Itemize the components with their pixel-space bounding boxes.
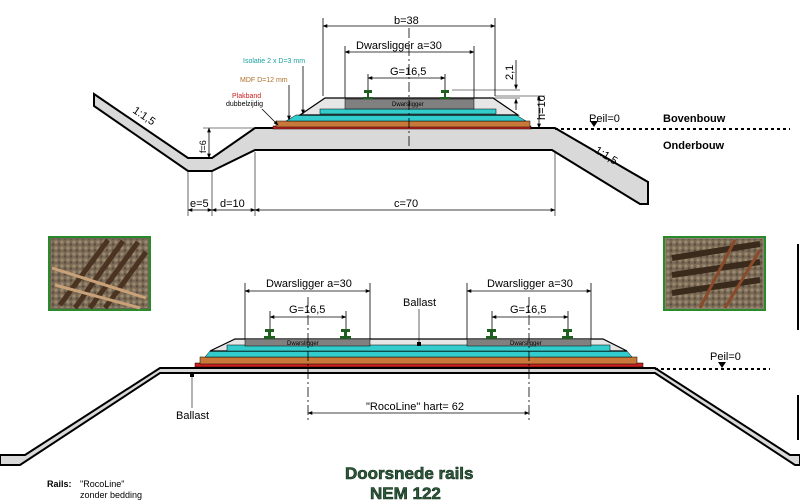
bottom-rail-2 bbox=[340, 329, 351, 339]
bottom-peil-text: Peil=0 bbox=[710, 351, 741, 363]
onderbouw-text: Onderbouw bbox=[663, 140, 725, 152]
dim-h-text: h=10 bbox=[536, 95, 548, 120]
dim-rail-height-text: 2,1 bbox=[504, 65, 516, 80]
top-rail-right bbox=[440, 90, 450, 99]
dim-sleeper-text: Dwarsligger a=30 bbox=[356, 40, 442, 52]
dim-gauge-text: G=16,5 bbox=[390, 66, 426, 78]
legend-tape-line2: dubbelzijdig bbox=[226, 101, 263, 108]
legend-tape-line1: Plakband bbox=[232, 93, 261, 100]
legend-isolation: Isolatie 2 x D=3 mm bbox=[243, 58, 305, 65]
top-isolation-layer bbox=[285, 114, 527, 122]
bottom-isolation-layer bbox=[204, 350, 633, 358]
top-ground bbox=[93, 92, 649, 205]
top-sleeper bbox=[344, 98, 475, 110]
bottom-dim-gauge-left: G=16,5 bbox=[289, 304, 325, 316]
dim-b-text: b=38 bbox=[394, 15, 419, 27]
bottom-dim-sleeper-right: Dwarsligger a=30 bbox=[487, 278, 573, 290]
top-mdf-layer bbox=[275, 120, 531, 128]
bottom-sleeper-left bbox=[244, 338, 371, 347]
title-line2: NEM 122 bbox=[370, 484, 441, 503]
legend-mdf: MDF D=12 mm bbox=[240, 77, 288, 84]
bottom-rail-1 bbox=[264, 329, 275, 339]
bottom-sleeper-right-label: Dwarsligger bbox=[510, 341, 542, 347]
footnote-label: Rails: bbox=[47, 479, 72, 489]
bottom-cross-section: Dwarsligger Dwarsligger Dwarsligger a=30… bbox=[0, 278, 800, 466]
bottom-rail-3 bbox=[486, 329, 497, 339]
dim-e-text: e=5 bbox=[190, 198, 209, 210]
top-cross-section: Dwarsligger b=38 Dwarsligger a=30 G=16,5 bbox=[93, 15, 790, 216]
rocoline-text: "RocoLine" hart= 62 bbox=[366, 401, 464, 413]
dim-f-text: f=6 bbox=[198, 140, 208, 153]
footnote-line1: "RocoLine" bbox=[80, 479, 124, 489]
ballast-top-text: Ballast bbox=[403, 297, 436, 309]
bottom-sleeper-left-label: Dwarsligger bbox=[287, 341, 319, 347]
top-rail-left bbox=[363, 90, 373, 99]
top-isolation-strip bbox=[319, 108, 497, 115]
bottom-dim-sleeper-left: Dwarsligger a=30 bbox=[266, 278, 352, 290]
footnote-line2: zonder bedding bbox=[80, 490, 142, 500]
bottom-dim-gauge-right: G=16,5 bbox=[510, 304, 546, 316]
bottom-rail-4 bbox=[562, 329, 573, 339]
photo-left bbox=[48, 236, 151, 311]
title-line1: Doorsnede rails bbox=[345, 464, 474, 483]
bottom-ground bbox=[0, 367, 800, 466]
ballast-bottom-text: Ballast bbox=[176, 410, 209, 422]
dim-d-text: d=10 bbox=[220, 198, 245, 210]
bovenbouw-text: Bovenbouw bbox=[663, 113, 726, 125]
top-sleeper-label: Dwarsligger bbox=[392, 102, 424, 108]
top-peil-text: Peil=0 bbox=[589, 113, 620, 125]
photo-right bbox=[663, 236, 766, 311]
dim-c-text: c=70 bbox=[394, 198, 418, 210]
bottom-mdf-layer bbox=[199, 356, 638, 365]
